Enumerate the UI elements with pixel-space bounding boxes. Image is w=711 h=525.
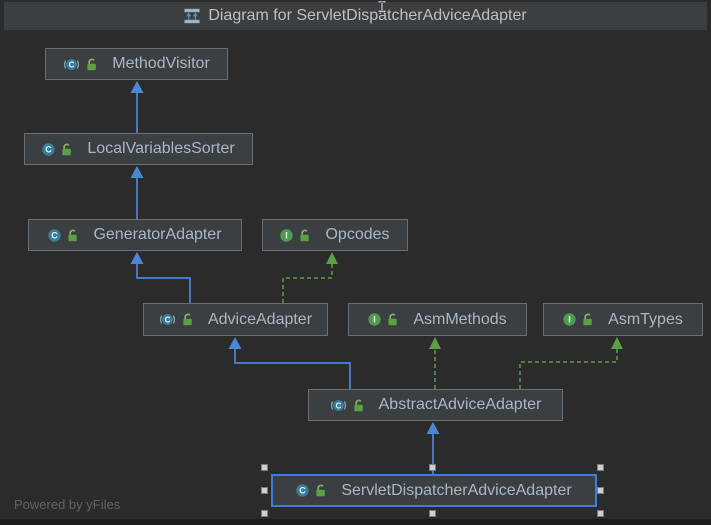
class-name-label: GeneratorAdapter [93,226,222,243]
class-icon: C [48,228,62,242]
abstract-class-icon: C [63,58,80,71]
selection-handle[interactable] [597,487,604,494]
unlocked-icon [60,143,73,156]
diagram-node-methodvisitor[interactable]: C MethodVisitor [45,48,228,80]
abstract-class-icon: C [330,399,347,412]
unlocked-icon [386,313,399,326]
svg-text:I: I [374,315,377,325]
diagram-canvas[interactable] [0,30,711,519]
selection-handle[interactable] [261,510,268,517]
interface-icon: I [563,313,576,326]
svg-text:C: C [69,60,75,69]
edge-adviceadapter-implements-opcodes [282,252,338,303]
unlocked-icon [314,484,327,497]
diagram-node-adviceadapter[interactable]: C AdviceAdapter [143,303,328,336]
ibeam-cursor [376,0,388,18]
svg-text:I: I [568,315,571,325]
yfiles-watermark: Powered by yFiles [14,497,121,512]
selection-handle[interactable] [261,464,268,471]
edge-abstractadviceadapter-extends-adviceadapter [228,337,351,389]
bottom-border [0,519,711,525]
unlocked-icon [66,229,79,242]
svg-text:C: C [335,401,341,410]
selection-handle[interactable] [597,510,604,517]
selection-handle[interactable] [597,464,604,471]
edge-abstractadviceadapter-implements-asmmethods [429,337,441,389]
diagram-node-localvariablessorter[interactable]: C LocalVariablesSorter [24,133,253,165]
unlocked-icon [85,58,98,71]
class-icon: C [296,484,310,497]
svg-text:C: C [46,144,53,154]
unlocked-icon [181,313,194,326]
edge-localvariablessorter-extends-methodvisitor [130,81,144,133]
unlocked-icon [352,399,365,412]
diagram-node-generatoradapter[interactable]: C GeneratorAdapter [28,219,242,251]
uml-diagram-icon [184,8,201,24]
abstract-class-icon: C [159,313,176,326]
selection-handle[interactable] [429,510,436,517]
class-name-label: ServletDispatcherAdviceAdapter [341,481,572,499]
class-name-label: AsmTypes [608,310,683,328]
svg-text:C: C [300,486,307,496]
diagram-node-asmtypes[interactable]: I AsmTypes [543,303,703,336]
class-name-label: LocalVariablesSorter [87,140,235,157]
class-name-label: MethodVisitor [112,55,210,72]
edge-adviceadapter-extends-generatoradapter [130,252,191,303]
diagram-node-abstractadviceadapter[interactable]: C AbstractAdviceAdapter [308,389,563,421]
class-name-label: AsmMethods [413,310,507,328]
interface-icon: I [280,228,294,242]
unlocked-icon [298,229,311,242]
interface-icon: I [368,313,382,326]
diagram-node-servletdispatcheradviceadapter[interactable]: C ServletDispatcherAdviceAdapter [271,474,597,507]
diagram-title: Diagram for ServletDispatcherAdviceAdapt… [208,7,527,24]
diagram-node-opcodes[interactable]: I Opcodes [262,219,408,251]
svg-text:C: C [165,315,171,324]
selection-handle[interactable] [261,487,268,494]
class-icon: C [42,142,56,156]
edge-generatoradapter-extends-localvariablessorter [130,166,144,219]
edge-abstractadviceadapter-implements-asmtypes [519,337,623,389]
class-name-label: AbstractAdviceAdapter [378,396,542,413]
diagram-title-bar[interactable]: Diagram for ServletDispatcherAdviceAdapt… [4,2,707,30]
svg-text:C: C [52,230,59,240]
class-name-label: AdviceAdapter [207,310,313,328]
diagram-node-asmmethods[interactable]: I AsmMethods [348,303,527,336]
unlocked-icon [581,313,594,326]
svg-text:I: I [286,230,289,240]
selection-handle[interactable] [429,464,436,471]
class-name-label: Opcodes [325,226,390,243]
